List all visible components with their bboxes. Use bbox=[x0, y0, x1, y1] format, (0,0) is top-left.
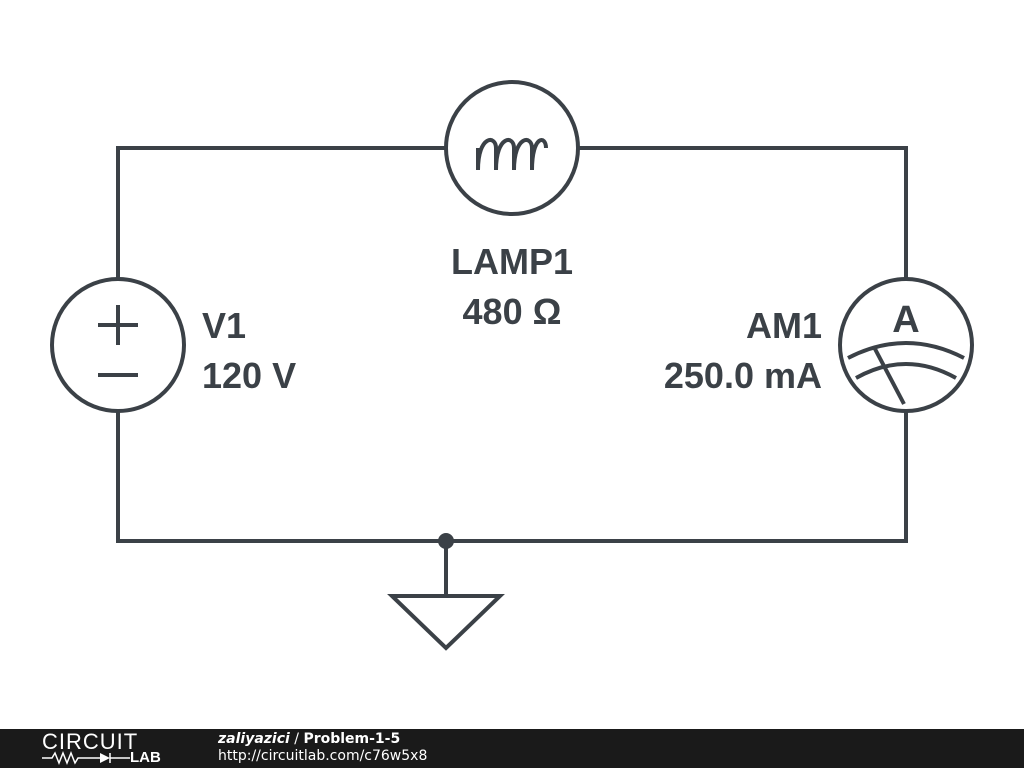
wires bbox=[116, 146, 908, 596]
title-separator: / bbox=[289, 731, 304, 747]
circuit-info: zaliyazici / Problem-1-5 http://circuitl… bbox=[218, 731, 427, 765]
logo-resistor-diode-icon bbox=[42, 751, 130, 765]
wire-top-left bbox=[116, 146, 445, 278]
lamp-name-label: LAMP1 bbox=[451, 241, 573, 282]
circuit-title-link[interactable]: Problem-1-5 bbox=[303, 731, 401, 747]
logo-text-bottom: LAB bbox=[130, 749, 161, 766]
ground-icon bbox=[387, 594, 505, 651]
footer-bar: CIRCUIT LAB zaliyazici / Problem-1-5 htt… bbox=[0, 729, 1024, 768]
lamp-icon bbox=[444, 80, 580, 216]
wire-bottom bbox=[116, 412, 908, 543]
circuit-schematic: A V1 120 V LAMP1 480 Ω AM1 250.0 mA bbox=[50, 80, 974, 651]
source-value-label: 120 V bbox=[202, 355, 296, 396]
junction-dot bbox=[438, 533, 454, 549]
lamp-value-label: 480 Ω bbox=[463, 291, 562, 332]
wire-top-right bbox=[579, 146, 908, 278]
ammeter-value-label: 250.0 mA bbox=[664, 355, 822, 396]
ammeter-symbol: A bbox=[892, 299, 919, 341]
circuit-url-link[interactable]: http://circuitlab.com/c76w5x8 bbox=[218, 748, 428, 764]
logo-text-top: CIRCUIT bbox=[42, 729, 139, 754]
ammeter-icon: A bbox=[838, 277, 974, 413]
source-name-label: V1 bbox=[202, 305, 246, 346]
author-link[interactable]: zaliyazici bbox=[218, 731, 290, 747]
circuitlab-logo[interactable]: CIRCUIT LAB bbox=[42, 731, 182, 767]
ammeter-name-label: AM1 bbox=[746, 305, 822, 346]
voltage-source-icon bbox=[50, 277, 186, 413]
